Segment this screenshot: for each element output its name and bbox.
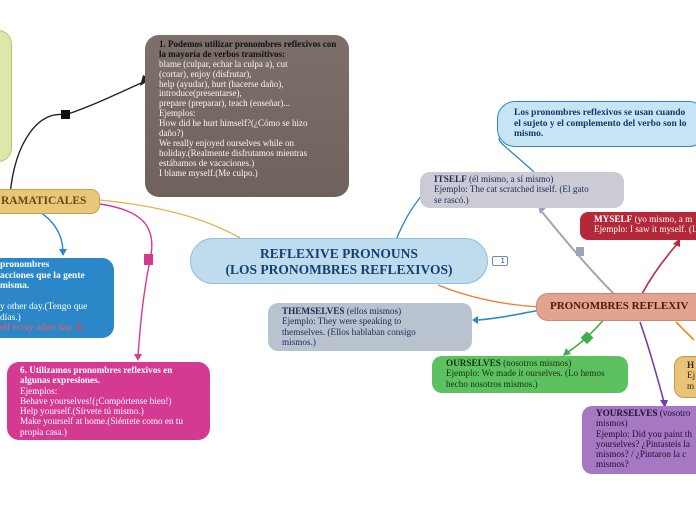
yourselves-line: mismos)	[596, 418, 628, 429]
node1-title: 1. Podemos utilizar pronombres reflexivo…	[159, 39, 337, 59]
node-gramaticales[interactable]: RAMATICALES	[0, 189, 100, 214]
yourselves-line: mismos?	[596, 459, 629, 470]
node-themselves[interactable]: THEMSELVES (ellos mismos) Ejemplo: They …	[268, 303, 472, 351]
node6-line: propia casa.)	[20, 426, 67, 437]
yourselves-line: Ejemplo: Did you paint th	[596, 428, 692, 439]
themselves-example: Ejemplo: They were speaking to	[282, 316, 402, 327]
node-pronombres-reflexivos[interactable]: PRONOMBRES REFLEXIV	[536, 293, 696, 321]
link-handle-itself[interactable]	[576, 247, 584, 256]
link-handle-node1[interactable]	[61, 110, 70, 119]
yourselves-word: YOURSELVES	[596, 408, 658, 418]
ourselves-meaning: (nosotros mismos)	[500, 358, 572, 368]
myself-meaning: (yo mismo, a m	[632, 214, 693, 224]
leftblue-line: días.)	[0, 312, 21, 323]
node6-line: Make yourself at home.(Siéntete como en …	[20, 416, 184, 427]
gramaticales-label: RAMATICALES	[1, 195, 87, 207]
myself-example: Ejemplo: I saw it myself. (Lo	[594, 224, 696, 235]
themselves-example-cont: themselves. (Ellos hablaban consigo	[282, 326, 416, 337]
node-left-reflexive-actions[interactable]: pronombres acciones que la gente misma. …	[0, 258, 114, 338]
node1-line: daño?)	[159, 128, 184, 139]
central-badge[interactable]: 1	[492, 256, 508, 266]
definition-text: Los pronombres reflexivos se usan cuando…	[514, 108, 687, 140]
leftblue-title: pronombres acciones que la gente misma.	[0, 260, 85, 292]
node-ourselves[interactable]: OURSELVES (nosotros mismos) Ejemplo: We …	[432, 356, 628, 393]
ourselves-example: Ejemplo: We made it ourselves. (Lo hemos	[446, 368, 605, 379]
leftblue-red-text: elf every other day.	[0, 323, 74, 334]
herself-example-cont: m	[687, 380, 695, 391]
yourselves-meaning: (vosotro	[657, 408, 691, 418]
node6-title: 6. Utilizamos pronombres reflexivos en a…	[20, 365, 173, 386]
node1-line: help (ayudar), hurt (hacerse daño),	[159, 78, 284, 89]
themselves-example-end: mismos.)	[282, 336, 316, 347]
node1-line: blame (culpar, echar la culpa a), cut	[159, 58, 288, 69]
themselves-meaning: (ellos mismos)	[344, 306, 402, 316]
link-handle-node6[interactable]	[144, 254, 153, 265]
partial-node-top-left[interactable]	[0, 30, 12, 162]
node-definition[interactable]: Los pronombres reflexivos se usan cuando…	[497, 101, 696, 147]
node6-line: Ejemplos:	[20, 385, 58, 396]
herself-word: H	[687, 360, 695, 370]
node-myself[interactable]: MYSELF (yo mismo, a m Ejemplo: I saw it …	[580, 212, 696, 240]
itself-meaning: (él mismo, a sí mismo)	[466, 174, 554, 184]
myself-word: MYSELF	[594, 214, 633, 224]
node-itself[interactable]: ITSELF (él mismo, a sí mismo) Ejemplo: T…	[420, 172, 624, 208]
node1-line: holiday.(Realmente disfrutamos mientras	[159, 147, 308, 158]
ourselves-example-cont: hecho nosotros mismos.)	[446, 378, 538, 389]
leftblue-x-mark: X	[75, 323, 83, 334]
node6-line: Help yourself.(Sírvete tú mismo.)	[20, 406, 144, 417]
pronombres-label: PRONOMBRES REFLEXIV	[550, 300, 689, 312]
itself-example-cont: se rascó.)	[434, 194, 469, 205]
central-topic[interactable]: REFLEXIVE PRONOUNS (LOS PRONOMBRES REFLE…	[190, 238, 488, 284]
node1-line: How did he hurt himself?(¿Cómo se hizo	[159, 118, 308, 129]
yourselves-line: mismos? / ¿Pintaron la c	[596, 449, 687, 460]
node-transitive-verbs[interactable]: 1. Podemos utilizar pronombres reflexivo…	[145, 35, 349, 197]
themselves-word: THEMSELVES	[282, 306, 345, 316]
central-badge-count: 1	[500, 257, 505, 265]
node1-line: Ejemplos:	[159, 108, 196, 119]
node6-line: Behave yourselves!(¡Compórtense bien!)	[20, 395, 172, 406]
herself-example: Ej	[687, 370, 696, 381]
itself-example: Ejemplo: The cat scratched itself. (El g…	[434, 184, 589, 195]
node-expressions[interactable]: 6. Utilizamos pronombres reflexivos en a…	[7, 362, 210, 440]
central-title-line2: (LOS PRONOMBRES REFLEXIVOS)	[225, 261, 453, 277]
node1-line: estábamos de vacaciones.)	[159, 157, 255, 168]
leftblue-line: y other day.(Tengo que	[0, 301, 88, 312]
itself-word: ITSELF	[434, 174, 467, 184]
node-herself-partial[interactable]: H Ej m	[674, 356, 696, 398]
node1-lines: blame (culpar, echar la culpa a), cut (c…	[159, 58, 341, 179]
node1-line: We really enjoyed ourselves while on	[159, 137, 294, 148]
node1-line: I blame myself.(Me culpo.)	[159, 167, 258, 178]
ourselves-word: OURSELVES	[446, 358, 501, 368]
node1-line: (cortar), enjoy (disfrutar),	[159, 68, 252, 79]
yourselves-line: yourselves? ¿Pintasteis la	[596, 438, 690, 449]
node-yourselves[interactable]: YOURSELVES (vosotro mismos) Ejemplo: Did…	[582, 406, 696, 474]
central-title-line1: REFLEXIVE PRONOUNS	[260, 246, 418, 261]
node1-line: prepare (preparar), teach (enseñar)...	[159, 98, 291, 109]
node1-line: introduce(presentarse),	[159, 88, 242, 99]
